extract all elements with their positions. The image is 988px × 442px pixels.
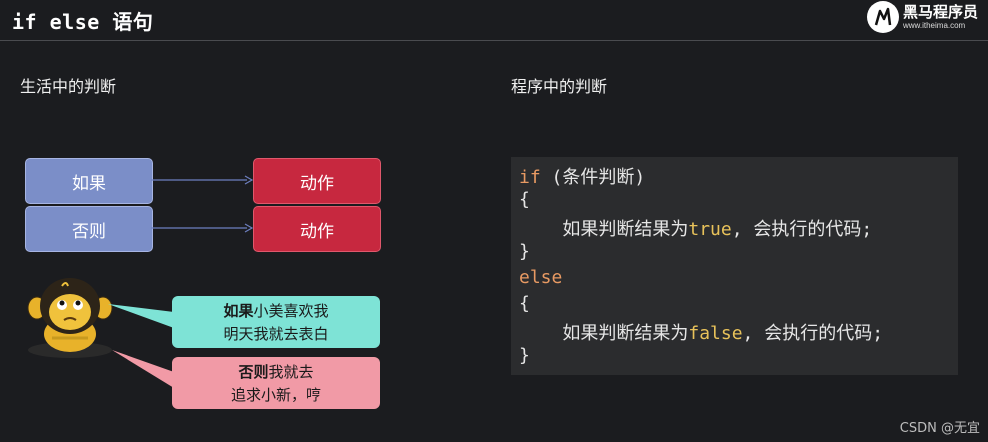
code-line-body1: 如果判断结果为true, 会执行的代码;: [519, 215, 872, 241]
program-judgement-label: 程序中的判断: [511, 77, 608, 96]
page-title: if else 语句: [12, 10, 154, 34]
action-box-2: 动作: [253, 206, 381, 252]
code-line-open1: {: [519, 189, 530, 210]
body2-suffix: , 会执行的代码;: [742, 323, 884, 344]
body1-text: 如果判断结果为: [519, 219, 689, 240]
brand-url: www.itheima.com: [902, 20, 966, 30]
false-literal: false: [688, 323, 743, 344]
bubble-if-text: 小美喜欢我: [253, 302, 329, 320]
if-condition: (条件判断): [540, 167, 646, 188]
action-box-1: 动作: [253, 158, 381, 204]
brand-name: 黑马程序员: [902, 2, 978, 21]
bubble-else-text: 我就去: [268, 363, 314, 381]
true-literal: true: [688, 219, 732, 240]
brand-logo-icon: [866, 1, 899, 33]
title-divider: [0, 40, 988, 41]
code-line-body2: 如果判断结果为false, 会执行的代码;: [519, 319, 883, 345]
body2-text: 如果判断结果为: [519, 323, 689, 344]
code-line-else: else: [519, 267, 562, 288]
code-line-close1: }: [519, 241, 530, 262]
life-judgement-label: 生活中的判断: [20, 77, 117, 96]
bubble-if-keyword: 如果: [223, 302, 254, 320]
arrow-else-to-action: [151, 223, 254, 233]
code-line-open2: {: [519, 293, 530, 314]
bubble-else-line2: 追求小新，哼: [230, 386, 321, 404]
condition-box-if: 如果: [25, 158, 153, 204]
monkey-character-icon: [27, 278, 113, 358]
brand: 黑马程序员 www.itheima.com: [866, 0, 978, 34]
bubble-pointers: [108, 304, 174, 388]
watermark: CSDN @无宜: [899, 421, 980, 436]
bubble-else: 否则我就去 追求小新，哼: [172, 357, 380, 409]
bubble-else-keyword: 否则: [238, 363, 269, 381]
if-keyword: if: [519, 167, 541, 188]
body1-suffix: , 会执行的代码;: [731, 219, 873, 240]
condition-box-else: 否则: [25, 206, 153, 252]
code-block: if (条件判断) { 如果判断结果为true, 会执行的代码; } else …: [511, 157, 958, 375]
arrow-if-to-action: [151, 175, 254, 185]
code-line-close2: }: [519, 345, 530, 366]
else-keyword: else: [519, 267, 563, 288]
bubble-if-line2: 明天我就去表白: [223, 325, 329, 343]
bubble-if: 如果小美喜欢我 明天我就去表白: [172, 296, 380, 348]
code-line-if: if (条件判断): [519, 163, 645, 189]
